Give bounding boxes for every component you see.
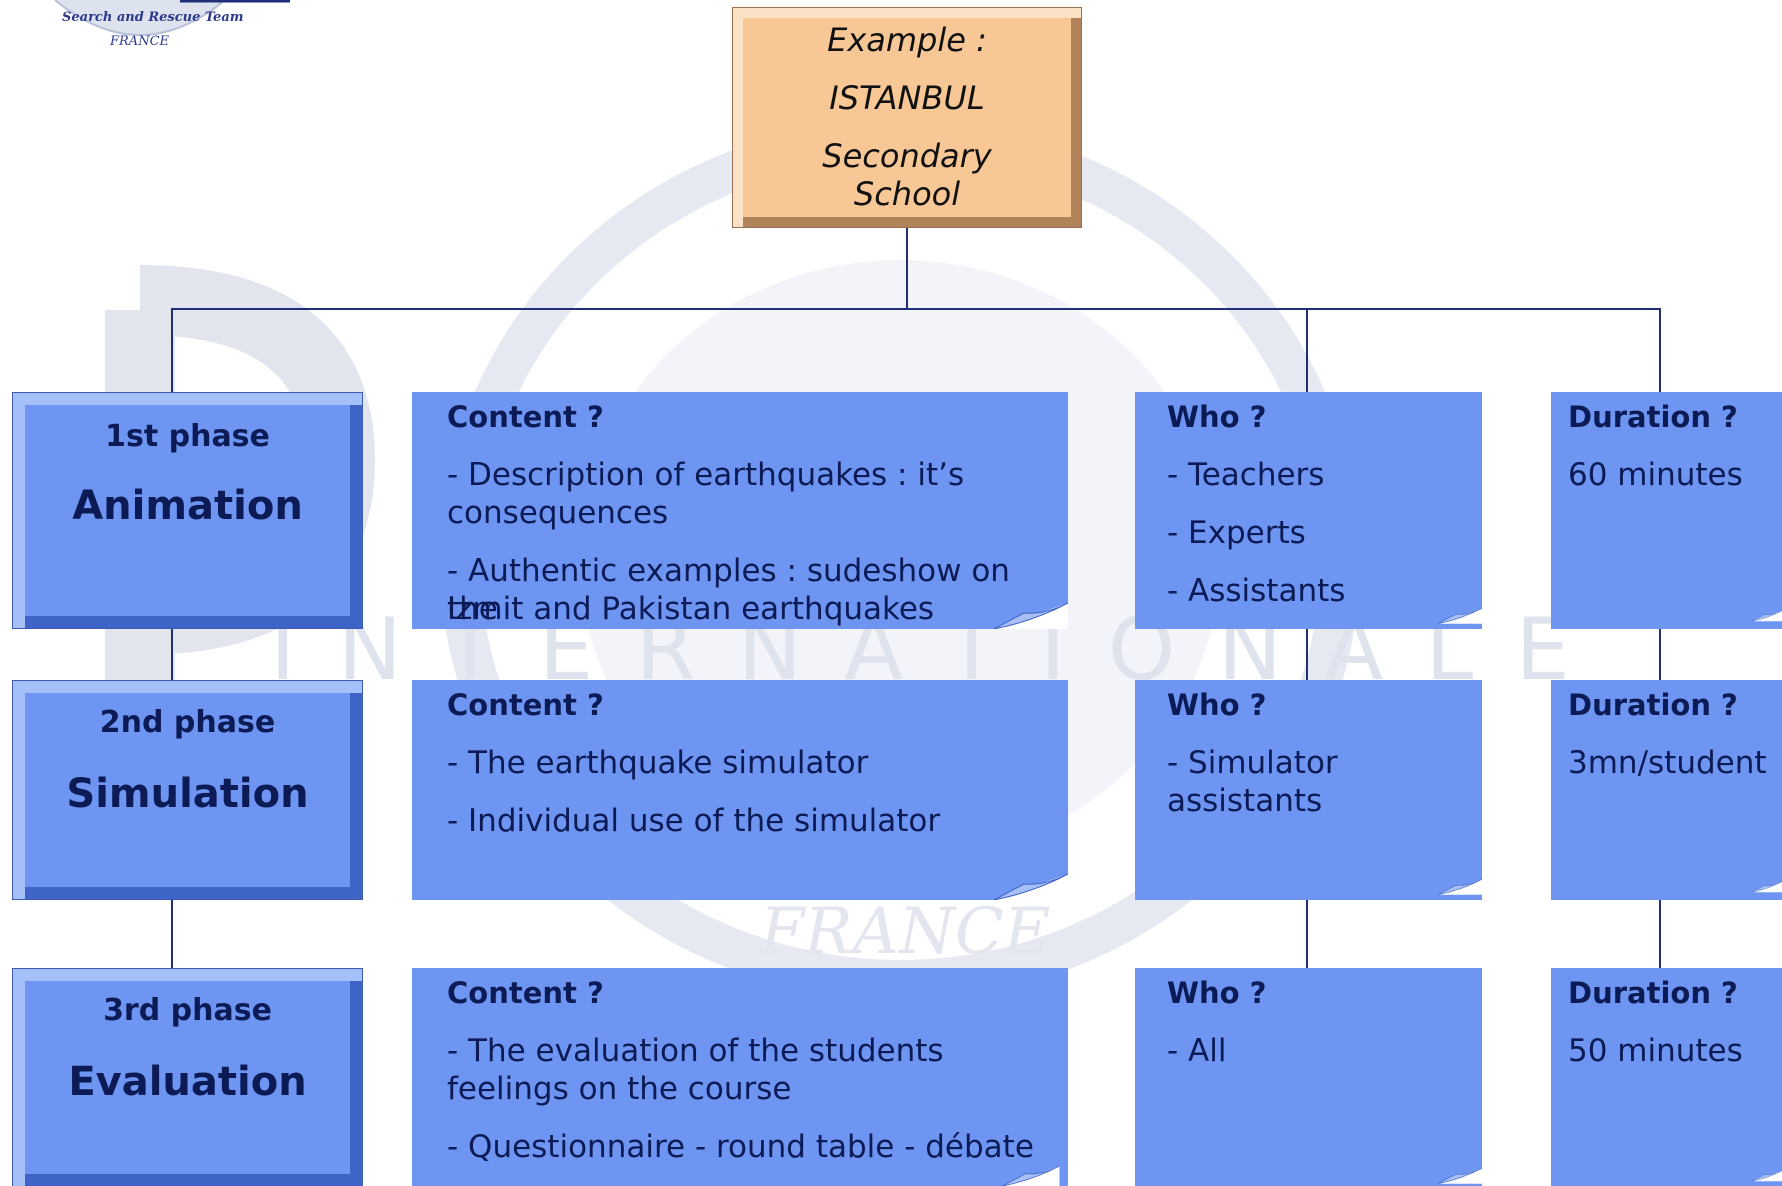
who-line: - Assistants — [1167, 573, 1346, 609]
who-line: assistants — [1167, 783, 1323, 819]
phase-name: Evaluation — [68, 1059, 307, 1105]
page-curl-icon — [994, 603, 1068, 629]
who-box-2: Who ? - Simulator assistants — [1135, 680, 1482, 900]
duration-box-3: Duration ? 50 minutes — [1551, 968, 1782, 1186]
page-curl-icon — [994, 874, 1068, 900]
phase-name: Animation — [72, 483, 303, 529]
connector-who-2-3 — [1306, 900, 1308, 968]
connector-phase-1-2 — [171, 628, 173, 680]
phase-box-1: 1st phase Animation — [12, 392, 363, 629]
duration-title: Duration ? — [1568, 400, 1738, 434]
content-title: Content ? — [447, 688, 604, 722]
connector-phase-2-3 — [171, 900, 173, 968]
watermark-bottom-text: FRANCE — [760, 895, 1051, 969]
duration-value: 60 minutes — [1568, 457, 1743, 493]
example-city: ISTANBUL — [829, 79, 985, 117]
phase-box-2: 2nd phase Simulation — [12, 680, 363, 900]
who-box-3: Who ? - All — [1135, 968, 1482, 1186]
page-curl-icon — [1752, 610, 1782, 622]
page-curl-icon — [1438, 1168, 1482, 1185]
content-line: consequences — [447, 495, 669, 531]
logo: Search and Rescue Team FRANCE — [0, 0, 300, 56]
who-line: - Experts — [1167, 515, 1306, 551]
phase-name: Simulation — [66, 771, 309, 817]
connector-who-column — [1306, 308, 1308, 392]
content-line: - Individual use of the simulator — [447, 803, 941, 839]
page-curl-icon — [1002, 1166, 1060, 1186]
content-line: Izmit and Pakistan earthquakes — [447, 591, 935, 627]
logo-emblem — [54, 0, 290, 36]
page-curl-icon — [1438, 879, 1482, 896]
example-box: Example : ISTANBUL Secondary School — [732, 7, 1082, 228]
phase-box-3: 3rd phase Evaluation — [12, 968, 363, 1186]
content-box-1: Content ? - Description of earthquakes :… — [412, 392, 1068, 629]
page-curl-icon — [1438, 608, 1482, 625]
phase-number: 3rd phase — [103, 993, 272, 1028]
who-line: - Simulator — [1167, 745, 1338, 781]
logo-line2: FRANCE — [110, 34, 170, 49]
connector-top-vertical — [906, 228, 908, 310]
content-line: - The earthquake simulator — [447, 745, 869, 781]
who-title: Who ? — [1167, 400, 1267, 434]
who-title: Who ? — [1167, 976, 1267, 1010]
content-line: feelings on the course — [447, 1071, 792, 1107]
connector-duration-column — [1659, 308, 1661, 392]
duration-box-2: Duration ? 3mn/student — [1551, 680, 1782, 900]
connector-duration-1-2 — [1659, 628, 1661, 680]
duration-title: Duration ? — [1568, 688, 1738, 722]
content-line: - Description of earthquakes : it’s — [447, 457, 965, 493]
example-label: Example : — [827, 21, 987, 59]
who-line: - All — [1167, 1033, 1227, 1069]
phase-number: 2nd phase — [99, 705, 276, 740]
duration-value: 50 minutes — [1568, 1033, 1743, 1069]
duration-box-1: Duration ? 60 minutes — [1551, 392, 1782, 629]
who-title: Who ? — [1167, 688, 1267, 722]
logo-line1: Search and Rescue Team — [62, 10, 244, 25]
connector-phase-column — [171, 308, 173, 392]
duration-title: Duration ? — [1568, 976, 1738, 1010]
content-title: Content ? — [447, 400, 604, 434]
connector-horizontal — [171, 308, 1661, 310]
content-box-2: Content ? - The earthquake simulator - I… — [412, 680, 1068, 900]
example-place-line1: Secondary — [822, 137, 992, 175]
example-place-line2: School — [853, 175, 961, 213]
connector-who-1-2 — [1306, 628, 1308, 680]
content-line: - Authentic examples : sudeshow on the — [447, 553, 1010, 627]
content-line: - The evaluation of the students — [447, 1033, 944, 1069]
content-title: Content ? — [447, 976, 604, 1010]
content-box-3: Content ? - The evaluation of the studen… — [412, 968, 1068, 1186]
page-curl-icon — [1752, 881, 1782, 893]
phase-number: 1st phase — [105, 419, 270, 454]
who-box-1: Who ? - Teachers - Experts - Assistants — [1135, 392, 1482, 629]
page-curl-icon — [1752, 1170, 1782, 1182]
duration-value: 3mn/student — [1568, 745, 1767, 781]
content-line: - Questionnaire - round table - débate — [447, 1129, 1034, 1165]
who-line: - Teachers — [1167, 457, 1325, 493]
connector-duration-2-3 — [1659, 900, 1661, 968]
